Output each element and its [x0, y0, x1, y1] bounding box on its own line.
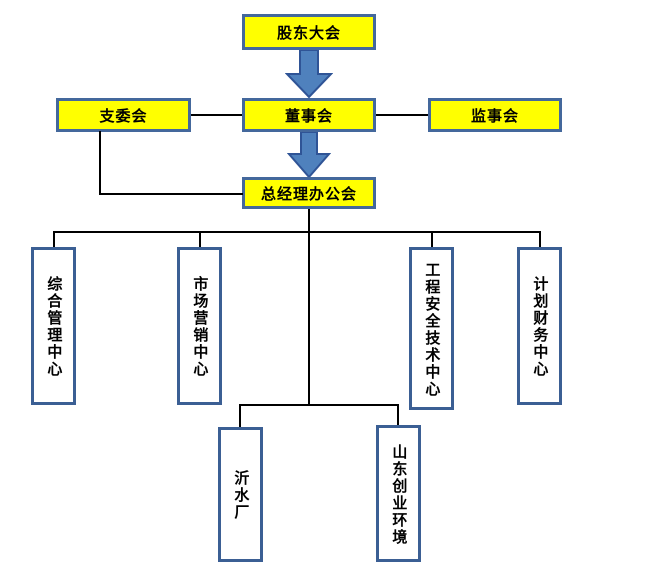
node-shareholders-meeting[interactable]: 股东大会 [242, 14, 376, 50]
node-general-manager-office[interactable]: 总经理办公会 [242, 177, 376, 209]
arrow-shareholders-to-board [285, 50, 333, 98]
connector-drop-shandong-chuangye [397, 404, 399, 425]
connector-subsidiary-trunk [308, 231, 310, 405]
connector-drop-yishui-plant [239, 404, 241, 427]
node-board-of-directors[interactable]: 董事会 [242, 98, 376, 132]
connector-branch-drop [99, 131, 101, 194]
node-party-branch-committee[interactable]: 支委会 [56, 98, 191, 132]
connector-branch-to-board [191, 114, 242, 116]
node-yishui-plant[interactable]: 沂水厂 [218, 427, 263, 562]
connector-gm-office-trunk [308, 209, 310, 233]
node-comprehensive-management-center[interactable]: 综合管理中心 [31, 247, 76, 405]
node-engineering-safety-tech-center[interactable]: 工程安全技术中心 [409, 247, 454, 410]
connector-drop-engineering-safety [431, 231, 433, 248]
connector-drop-planning-finance [539, 231, 541, 248]
connector-branch-to-gm-office [99, 193, 243, 195]
connector-subsidiary-bar [239, 404, 399, 406]
connector-distribution-bar [53, 231, 540, 233]
node-shandong-chuangye-environment[interactable]: 山东创业环境 [376, 425, 421, 562]
connector-board-to-supervisors [376, 114, 428, 116]
node-board-of-supervisors[interactable]: 监事会 [428, 98, 562, 132]
connector-drop-marketing [199, 231, 201, 248]
connector-drop-comprehensive-management [53, 231, 55, 248]
node-marketing-center[interactable]: 市场营销中心 [177, 247, 222, 405]
node-planning-finance-center[interactable]: 计划财务中心 [517, 247, 562, 405]
arrow-board-to-gm-office [287, 132, 331, 178]
